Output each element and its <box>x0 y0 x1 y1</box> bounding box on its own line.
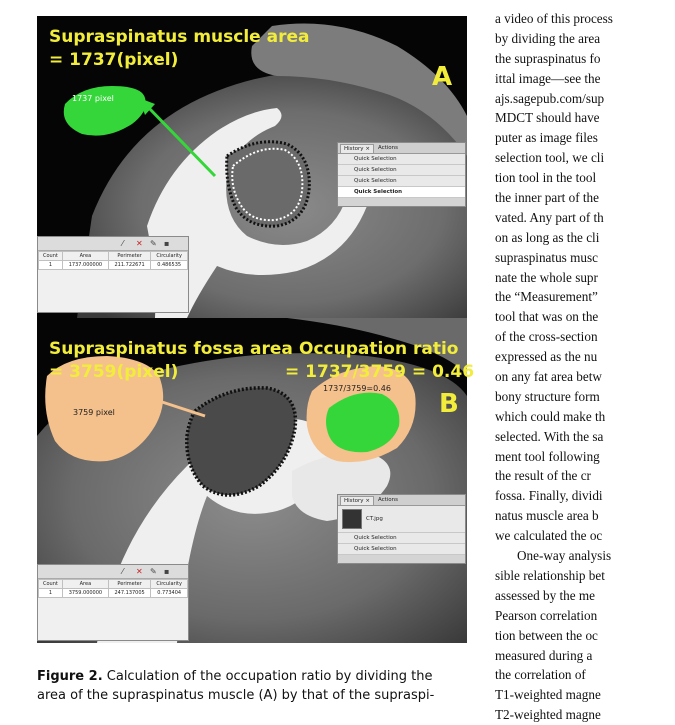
actions-tab[interactable]: Actions <box>377 497 399 503</box>
body-line: of the cross-section <box>495 329 598 345</box>
cell-circularity: 0.773404 <box>150 588 188 598</box>
body-line: selection tool, we cli <box>495 150 605 166</box>
body-line: the inner part of the <box>495 190 599 206</box>
body-line: the correlation of <box>495 667 586 683</box>
body-line: ajs.sagepub.com/sup <box>495 90 605 106</box>
body-line: tool that was on the <box>495 309 599 325</box>
body-line: puter as image files <box>495 130 598 146</box>
body-line: the supraspinatus fo <box>495 50 601 66</box>
caption-label: Figure 2. <box>37 669 103 684</box>
body-line: ittal image—see the <box>495 70 601 86</box>
body-line: fossa. Finally, dividi <box>495 488 603 504</box>
body-line: Pearson correlation <box>495 607 598 623</box>
history-panel-a: History × Actions Quick Selection Quick … <box>337 142 466 207</box>
col-area: Area <box>61 251 109 261</box>
body-text-column: a video of this process by dividing the … <box>495 9 675 725</box>
history-item[interactable]: Quick Selection <box>338 533 465 544</box>
brush-icon[interactable]: ⁄ <box>122 567 124 576</box>
cell-count: 1 <box>38 588 63 598</box>
body-line: One-way analysis <box>517 548 612 564</box>
panel-b-ratio-line1: Occupation ratio <box>299 339 459 359</box>
col-circularity: Circularity <box>150 579 188 589</box>
body-line: MDCT should have <box>495 110 600 126</box>
body-line: expressed as the nu <box>495 349 598 365</box>
delete-icon[interactable]: ✕ <box>136 239 143 248</box>
pen-icon[interactable]: ✎ <box>150 567 157 576</box>
panel-a-patch-label: 1737 pixel <box>72 94 114 103</box>
history-item[interactable]: Quick Selection <box>338 165 465 176</box>
cell-area: 3759.000000 <box>61 588 109 598</box>
body-line: selected. With the sa <box>495 428 604 444</box>
history-tab[interactable]: History × <box>340 495 374 505</box>
panel-a-title-line2: = 1737(pixel) <box>49 50 179 70</box>
table-row[interactable]: 1 1737.000000 211.722671 0.486535 <box>38 260 188 270</box>
panel-a-title-line1: Supraspinatus muscle area <box>49 27 310 47</box>
body-line: supraspinatus musc <box>495 249 598 265</box>
col-count: Count <box>38 579 63 589</box>
body-line: the result of the cr <box>495 468 591 484</box>
caption-line-2: area of the supraspinatus muscle (A) by … <box>37 688 435 703</box>
table-row[interactable]: 1 3759.000000 247.137005 0.773404 <box>38 588 188 598</box>
figure-image: Supraspinatus muscle area = 1737(pixel) … <box>37 16 474 643</box>
history-item[interactable]: Quick Selection <box>338 544 465 555</box>
panel-b-title-line2: = 3759(pixel) <box>49 362 179 382</box>
history-tab[interactable]: History × <box>340 143 374 153</box>
panel-b-ratio-label: 1737/3759=0.46 <box>323 384 391 393</box>
trash-icon[interactable]: ▪ <box>164 567 170 576</box>
cell-circularity: 0.486535 <box>150 260 188 270</box>
body-line: by dividing the area <box>495 30 601 46</box>
cell-area: 1737.000000 <box>61 260 109 270</box>
col-perimeter: Perimeter <box>107 579 152 589</box>
brush-icon[interactable]: ⁄ <box>122 239 124 248</box>
delete-icon[interactable]: ✕ <box>136 567 143 576</box>
body-line: tion tool in the tool <box>495 170 597 186</box>
body-line: measured during a <box>495 647 593 663</box>
body-line: nate the whole supr <box>495 269 598 285</box>
measurement-panel-a: ⁄ ✕ ✎ ▪ Count Area Perimeter Circularity… <box>37 236 189 313</box>
panel-a-letter: A <box>432 62 453 92</box>
pen-icon[interactable]: ✎ <box>150 239 157 248</box>
col-area: Area <box>61 579 109 589</box>
col-circularity: Circularity <box>150 251 188 261</box>
col-count: Count <box>38 251 63 261</box>
history-panel-b: History × Actions CT.jpg Quick Selection… <box>337 494 466 564</box>
history-snapshot-row[interactable]: CT.jpg <box>338 506 465 533</box>
measurement-table-b: Count Area Perimeter Circularity 1 3759.… <box>38 579 188 598</box>
history-item[interactable]: Quick Selection <box>338 154 465 165</box>
panel-b-letter: B <box>439 389 459 419</box>
col-perimeter: Perimeter <box>107 251 152 261</box>
body-line: on any fat area betw <box>495 369 602 385</box>
body-line: bony structure form <box>495 388 600 404</box>
body-line: tion between the oc <box>495 627 598 643</box>
thumbnail-icon <box>342 509 362 529</box>
panel-b-patch-label: 3759 pixel <box>73 408 115 417</box>
history-item[interactable]: Quick Selection <box>338 176 465 187</box>
body-line: sible relationship bet <box>495 567 605 583</box>
measurement-table-a: Count Area Perimeter Circularity 1 1737.… <box>38 251 188 270</box>
actions-tab[interactable]: Actions <box>377 145 399 151</box>
cell-perimeter: 211.722671 <box>107 260 152 270</box>
body-line: a video of this process <box>495 11 613 26</box>
body-line: we calculated the oc <box>495 528 603 544</box>
body-line: assessed by the me <box>495 587 595 603</box>
figure-caption: Figure 2. Calculation of the occupation … <box>37 667 477 705</box>
panel-b-ratio-line2: = 1737/3759 = 0.46 <box>285 362 475 382</box>
measurement-panel-b: ⁄ ✕ ✎ ▪ Count Area Perimeter Circularity… <box>37 564 189 641</box>
body-line: the “Measurement” <box>495 289 598 305</box>
body-line: ment tool following <box>495 448 600 464</box>
history-file-name: CT.jpg <box>366 516 383 522</box>
body-line: on as long as the cli <box>495 229 600 245</box>
body-line: natus muscle area b <box>495 508 599 524</box>
panel-b-title-line1: Supraspinatus fossa area <box>49 339 293 359</box>
cell-count: 1 <box>38 260 63 270</box>
cell-perimeter: 247.137005 <box>107 588 152 598</box>
body-line: which could make th <box>495 408 606 424</box>
body-line: T1-weighted magne <box>495 687 601 703</box>
trash-icon[interactable]: ▪ <box>164 239 170 248</box>
history-item-selected[interactable]: Quick Selection <box>338 187 465 198</box>
caption-line-1: Calculation of the occupation ratio by d… <box>106 669 433 684</box>
body-line: T2-weighted magne <box>495 707 601 723</box>
body-line: vated. Any part of th <box>495 209 604 225</box>
